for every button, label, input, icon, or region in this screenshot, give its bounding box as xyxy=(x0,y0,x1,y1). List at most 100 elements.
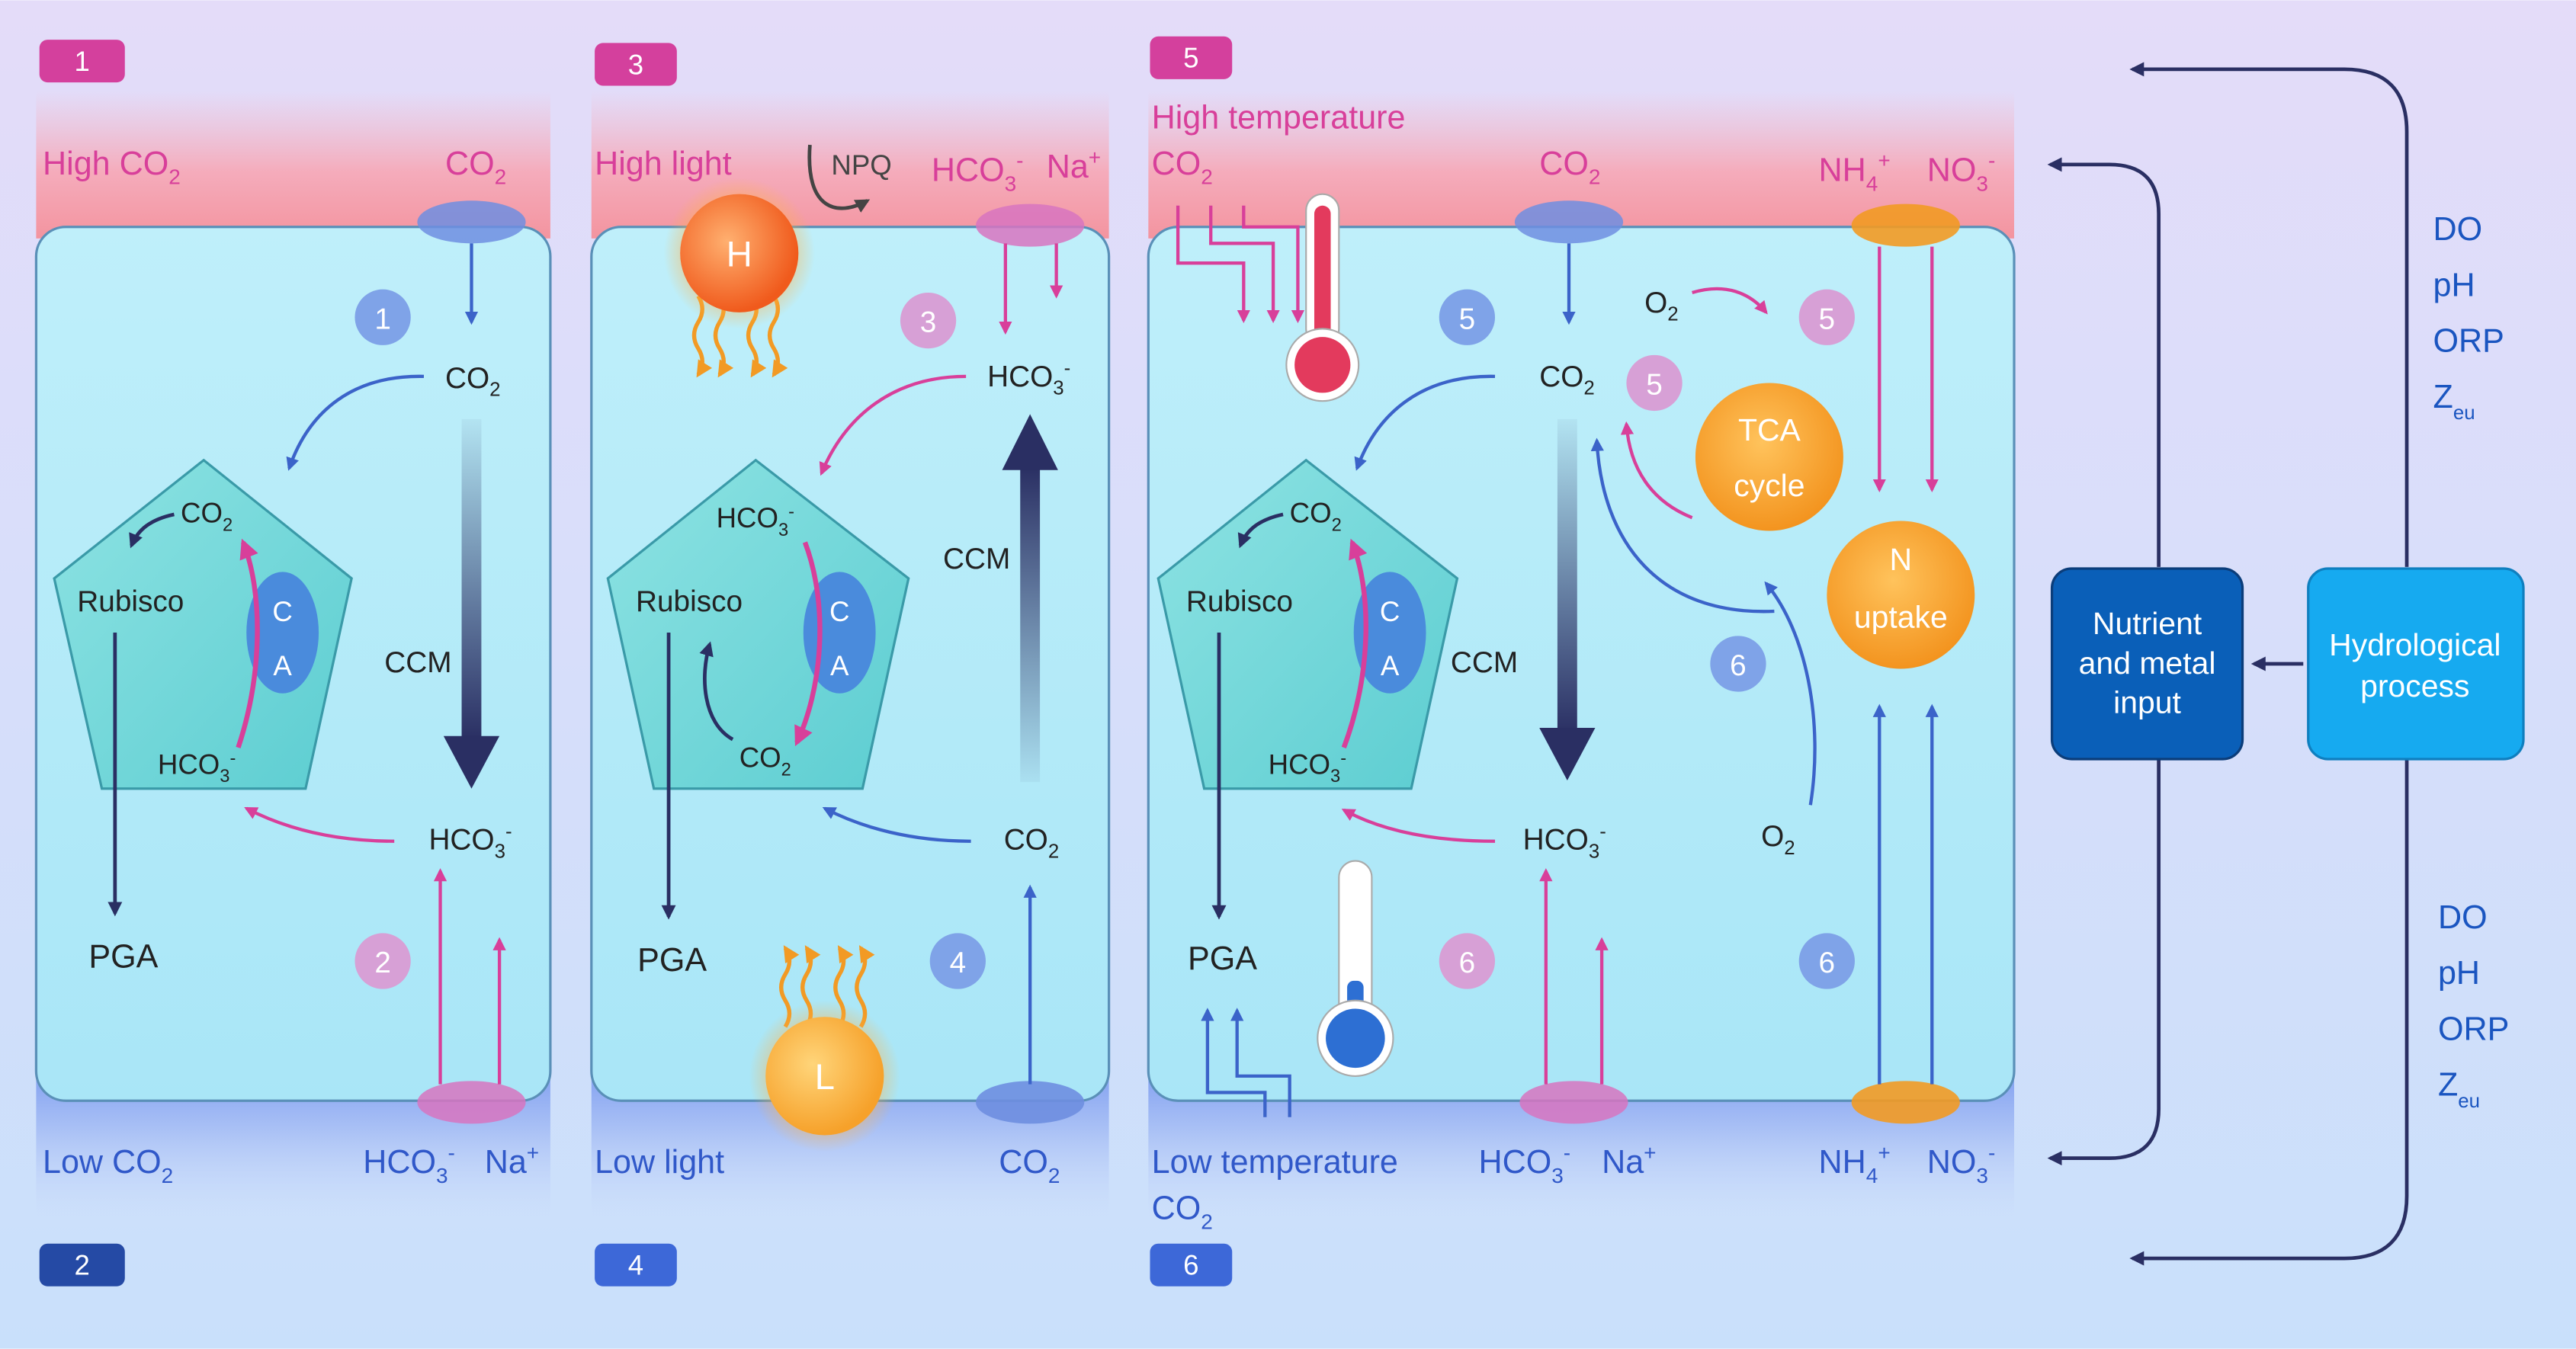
low-temp-co2-arrow-2 xyxy=(1201,1008,1267,1117)
param-bottom-zeu: Zeu xyxy=(2438,1067,2480,1112)
ccm-label: CCM xyxy=(384,646,451,679)
ion-bottom-na: Na+ xyxy=(485,1141,539,1181)
badge-5b-label: 5 xyxy=(1819,303,1836,335)
low-light-sun xyxy=(765,1017,884,1136)
inner-co2: CO2 xyxy=(1539,360,1595,399)
o2-to-n-uptake-arrow xyxy=(1764,581,1817,806)
hco3-to-carboxysome-arrow xyxy=(1341,808,1496,843)
condition-top-label: High CO2 xyxy=(43,146,181,189)
tag-bottom xyxy=(1150,1243,1233,1287)
nutrient-line3: input xyxy=(2113,685,2181,720)
tag-bottom-label: 6 xyxy=(1183,1250,1198,1281)
pent-co2: CO2 xyxy=(1290,498,1342,536)
inner-hco3: HCO3- xyxy=(987,358,1070,399)
tag-bottom xyxy=(595,1243,677,1287)
badge-5c xyxy=(1626,354,1683,412)
condition-bottom-co2: CO2 xyxy=(1152,1190,1213,1233)
hco3-to-carboxysome-arrow xyxy=(244,806,395,843)
thermometer-hot-icon xyxy=(1285,193,1360,402)
nitrogen-transporter-top xyxy=(1851,203,1960,247)
rubisco-label: Rubisco xyxy=(636,585,743,618)
nutrient-line1: Nutrient xyxy=(2093,606,2202,641)
n-uptake-line2: uptake xyxy=(1854,600,1948,635)
badge-5b xyxy=(1798,289,1855,345)
pga-label: PGA xyxy=(88,939,158,976)
ion-top-na: Na+ xyxy=(1047,146,1101,185)
param-bottom-orp: ORP xyxy=(2438,1011,2509,1047)
ca-conversion-arrow xyxy=(794,541,823,747)
badge-2-label: 2 xyxy=(374,947,391,979)
badge-5c-label: 5 xyxy=(1646,369,1663,402)
param-top-ph: pH xyxy=(2433,267,2475,303)
pent-hco3: HCO3- xyxy=(1269,748,1346,787)
bicarbonate-transporter xyxy=(976,203,1085,247)
hydro-line1: Hydrological xyxy=(2329,627,2501,662)
bicarbonate-transporter xyxy=(1519,1081,1628,1124)
ca-a-label: A xyxy=(830,650,849,681)
badge-4-label: 4 xyxy=(950,947,967,979)
thermometer-cold-icon xyxy=(1317,860,1394,1077)
pent-hco3: HCO3- xyxy=(158,748,236,787)
tca-to-co2-arrow xyxy=(1620,421,1693,520)
o2-top: O2 xyxy=(1644,287,1679,325)
ccm-label: CCM xyxy=(943,543,1010,575)
high-temp-co2-arrow-1 xyxy=(1176,205,1250,324)
sun-h-label: H xyxy=(727,234,752,274)
carbonic-anhydrase xyxy=(803,572,876,694)
tag-bottom-label: 2 xyxy=(75,1250,90,1281)
nutrient-to-bottom-arrow xyxy=(2047,758,2161,1166)
ca-c-label: C xyxy=(1380,596,1400,627)
param-top-zeu: Zeu xyxy=(2433,379,2475,424)
panel-2-light-condition: 3 4 High light Low light NPQ HCO3- Na+ C… xyxy=(590,43,1111,1287)
carboxysome xyxy=(53,458,353,790)
ion-top-hco3: HCO3- xyxy=(932,149,1024,195)
param-bottom-ph: pH xyxy=(2438,955,2480,992)
sun-l-label: L xyxy=(815,1057,835,1097)
badge-3 xyxy=(900,292,957,349)
condition-bottom-label: Low CO2 xyxy=(43,1144,173,1187)
ion-bottom-na: Na+ xyxy=(1602,1141,1656,1181)
ccm-arrow-head xyxy=(443,735,500,789)
ion-bottom-hco3: HCO3- xyxy=(1478,1141,1570,1187)
badge-6a xyxy=(1710,636,1766,692)
badge-5a xyxy=(1439,289,1496,345)
co2-to-rubisco-arrow xyxy=(699,641,734,742)
n-uptake-line1: N xyxy=(1890,542,1913,577)
ion-top-nh4: NH4+ xyxy=(1819,149,1891,195)
nutrient-line2: and metal xyxy=(2079,646,2216,681)
tag-top xyxy=(595,43,677,86)
ccm-label: CCM xyxy=(1451,646,1518,679)
tca-line1: TCA xyxy=(1738,412,1801,447)
ion-bottom-hco3: HCO3- xyxy=(363,1141,455,1187)
co2-to-carboxysome-arrow xyxy=(286,374,425,471)
carbonic-anhydrase xyxy=(1353,572,1426,694)
high-temp-co2-arrow-2 xyxy=(1209,205,1280,324)
bicarbonate-transporter xyxy=(417,1081,526,1124)
npq-label: NPQ xyxy=(831,149,891,181)
badge-4 xyxy=(929,933,986,989)
badge-6b xyxy=(1439,933,1496,989)
inner-co2: CO2 xyxy=(1004,824,1060,863)
param-top-orp: ORP xyxy=(2433,323,2504,360)
low-temp-co2-arrow-1 xyxy=(1230,1008,1291,1117)
inner-co2: CO2 xyxy=(445,362,501,401)
condition-bottom-label: Low temperature xyxy=(1152,1144,1398,1181)
panel-3-temperature-condition: 5 6 High temperature CO2 Low temperature… xyxy=(1147,36,2016,1287)
ccm-arrow-shaft xyxy=(1020,466,1041,783)
co2-channel xyxy=(417,200,526,244)
rubisco-label: Rubisco xyxy=(77,585,184,618)
carbonic-anhydrase xyxy=(246,572,319,694)
ion-bottom-co2: CO2 xyxy=(999,1144,1060,1187)
tag-top-label: 1 xyxy=(75,46,90,77)
pga-label: PGA xyxy=(637,942,707,979)
condition-bottom-label: Low light xyxy=(595,1144,724,1181)
ion-bottom-nh4: NH4+ xyxy=(1819,1141,1891,1187)
badge-3-label: 3 xyxy=(920,306,937,339)
badge-1-label: 1 xyxy=(374,303,391,335)
hydro-line2: process xyxy=(2360,668,2469,703)
hco3-to-carboxysome-arrow xyxy=(819,374,967,476)
param-top-do: DO xyxy=(2433,211,2483,248)
co2-channel xyxy=(1514,200,1624,244)
rubisco-label: Rubisco xyxy=(1186,585,1293,618)
